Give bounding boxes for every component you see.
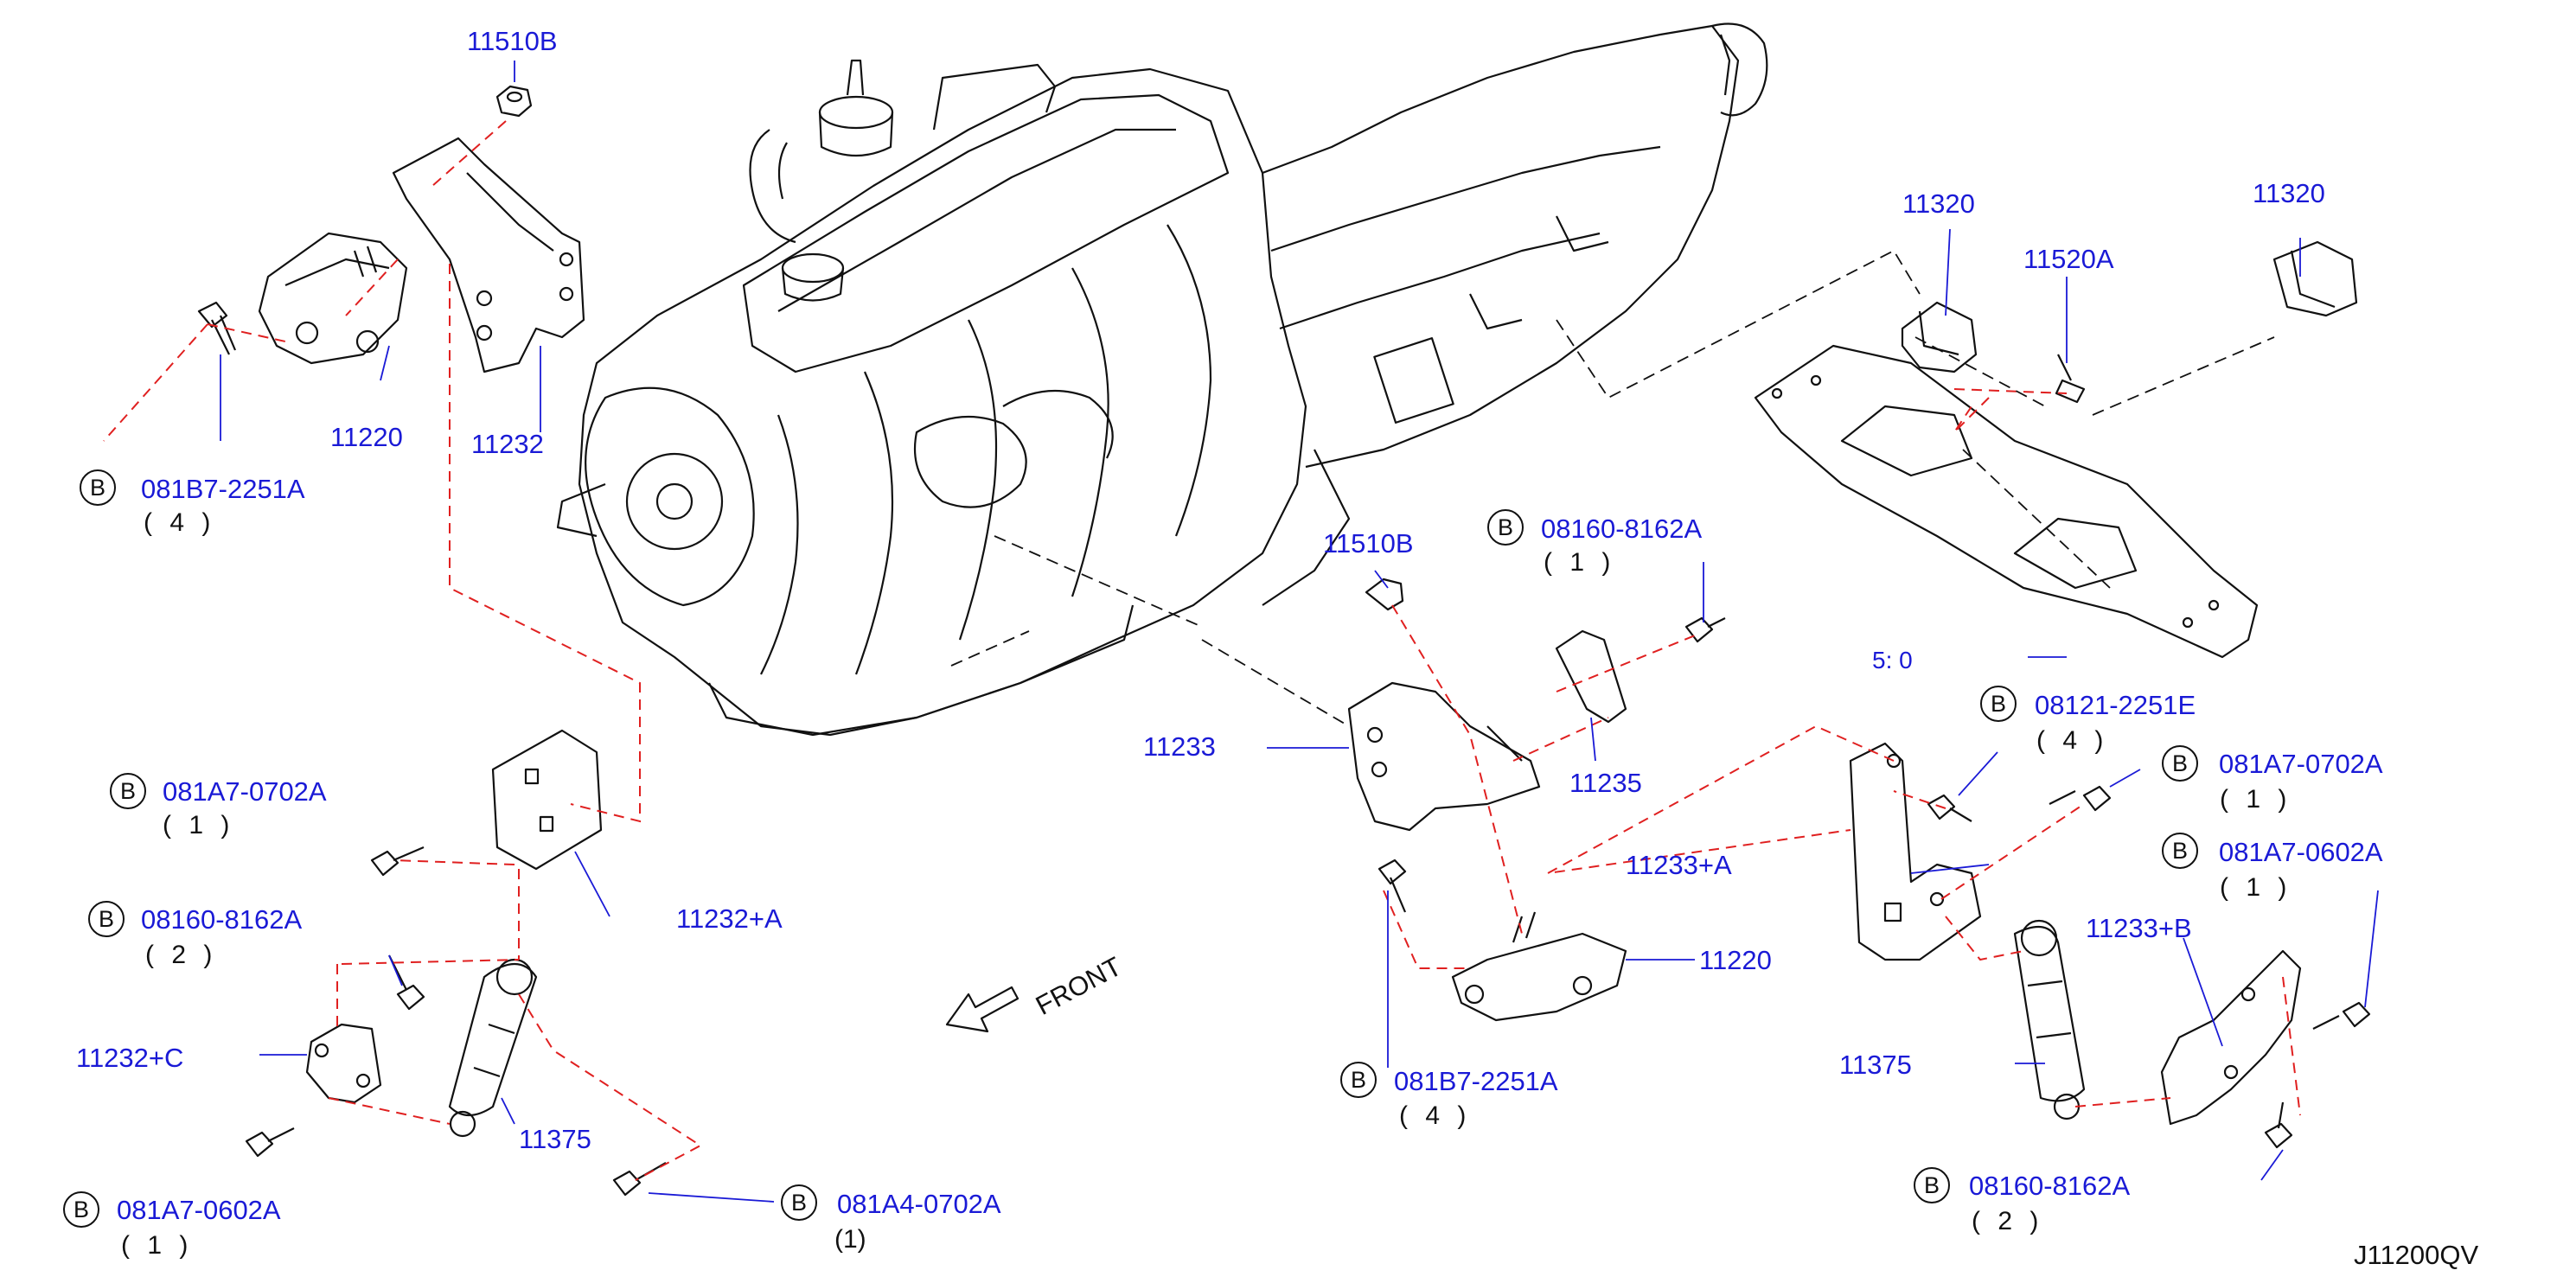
bolt-symbol-circle: B bbox=[63, 1191, 99, 1228]
bolt-symbol-circle: B bbox=[88, 901, 125, 937]
right-mount-group bbox=[1849, 742, 2371, 1149]
part-label-11232-C[interactable]: 11232+C bbox=[76, 1043, 184, 1073]
part-label-11375[interactable]: 11375 bbox=[1839, 1050, 1912, 1080]
engine-transmission-outline bbox=[556, 22, 1768, 737]
bolt-symbol-circle: B bbox=[781, 1184, 817, 1221]
part-label-11520A[interactable]: 11520A bbox=[2023, 244, 2114, 274]
part-label-081A7-0602A[interactable]: 081A7-0602A bbox=[117, 1195, 281, 1225]
part-label-08121-2251E[interactable]: 08121-2251E bbox=[2035, 690, 2196, 720]
bolt-symbol-circle: B bbox=[1980, 686, 2017, 722]
part-label-11375[interactable]: 11375 bbox=[519, 1124, 591, 1154]
left-mount-group bbox=[197, 85, 1020, 1197]
quantity-label: ( 1 ) bbox=[2220, 785, 2292, 814]
part-label-11220[interactable]: 11220 bbox=[1699, 945, 1772, 975]
part-label-081A4-0702A[interactable]: 081A4-0702A bbox=[837, 1189, 1001, 1219]
part-label-081B7-2251A[interactable]: 081B7-2251A bbox=[1394, 1066, 1558, 1096]
reference-lines bbox=[950, 249, 2275, 727]
part-label-11235[interactable]: 11235 bbox=[1569, 768, 1642, 798]
bolt-symbol-circle: B bbox=[110, 773, 146, 809]
assembly-lines bbox=[103, 120, 2301, 1181]
quantity-label: ( 1 ) bbox=[1544, 548, 1616, 577]
quantity-label: ( 4 ) bbox=[2036, 726, 2109, 755]
bolt-symbol-circle: B bbox=[2162, 833, 2198, 869]
part-label-11220[interactable]: 11220 bbox=[330, 422, 403, 452]
bolt-symbol-circle: B bbox=[80, 469, 116, 506]
center-mount-group bbox=[1347, 578, 1726, 1022]
part-label-11233[interactable]: 11233 bbox=[1143, 731, 1216, 762]
quantity-label: ( 1 ) bbox=[2220, 873, 2292, 902]
part-label-081A7-0702A[interactable]: 081A7-0702A bbox=[163, 776, 327, 807]
part-label-11510B[interactable]: 11510B bbox=[467, 26, 558, 56]
diagram-id: J11200QV bbox=[2354, 1240, 2479, 1270]
part-label-081A7-0702A[interactable]: 081A7-0702A bbox=[2219, 749, 2383, 779]
quantity-label: ( 4 ) bbox=[144, 508, 216, 537]
leader-lines bbox=[220, 61, 2379, 1203]
bolt-symbol-circle: B bbox=[1914, 1167, 1950, 1203]
part-label-11233-A[interactable]: 11233+A bbox=[1626, 850, 1732, 880]
quantity-label: ( 1 ) bbox=[163, 811, 235, 839]
part-label-11232[interactable]: 11232 bbox=[471, 429, 544, 459]
bolt-symbol-circle: B bbox=[2162, 745, 2198, 782]
part-label-11320[interactable]: 11320 bbox=[1902, 188, 1975, 219]
part-label-081B7-2251A[interactable]: 081B7-2251A bbox=[141, 474, 305, 504]
part-label-08160-8162A[interactable]: 08160-8162A bbox=[141, 904, 303, 935]
quantity-label: ( 4 ) bbox=[1399, 1101, 1472, 1130]
part-label-11233-B[interactable]: 11233+B bbox=[2086, 913, 2192, 943]
bolt-symbol-circle: B bbox=[1340, 1062, 1377, 1098]
bolt-symbol-circle: B bbox=[1487, 509, 1524, 546]
quantity-label: ( 1 ) bbox=[121, 1231, 194, 1260]
part-label-11232-A[interactable]: 11232+A bbox=[676, 903, 783, 934]
part-label-08160-8162A[interactable]: 08160-8162A bbox=[1541, 514, 1703, 544]
rear-crossmember bbox=[1754, 240, 2358, 659]
part-label-08160-8162A[interactable]: 08160-8162A bbox=[1969, 1171, 2131, 1201]
part-label-081A7-0602A[interactable]: 081A7-0602A bbox=[2219, 837, 2383, 867]
quantity-label: ( 2 ) bbox=[145, 941, 218, 969]
quantity-label: (1) bbox=[834, 1225, 866, 1254]
part-label-11320[interactable]: 11320 bbox=[2253, 178, 2325, 208]
partial-label: 5: 0 bbox=[1872, 647, 1913, 673]
quantity-label: ( 2 ) bbox=[1972, 1207, 2044, 1235]
part-label-11510B[interactable]: 11510B bbox=[1323, 528, 1414, 559]
